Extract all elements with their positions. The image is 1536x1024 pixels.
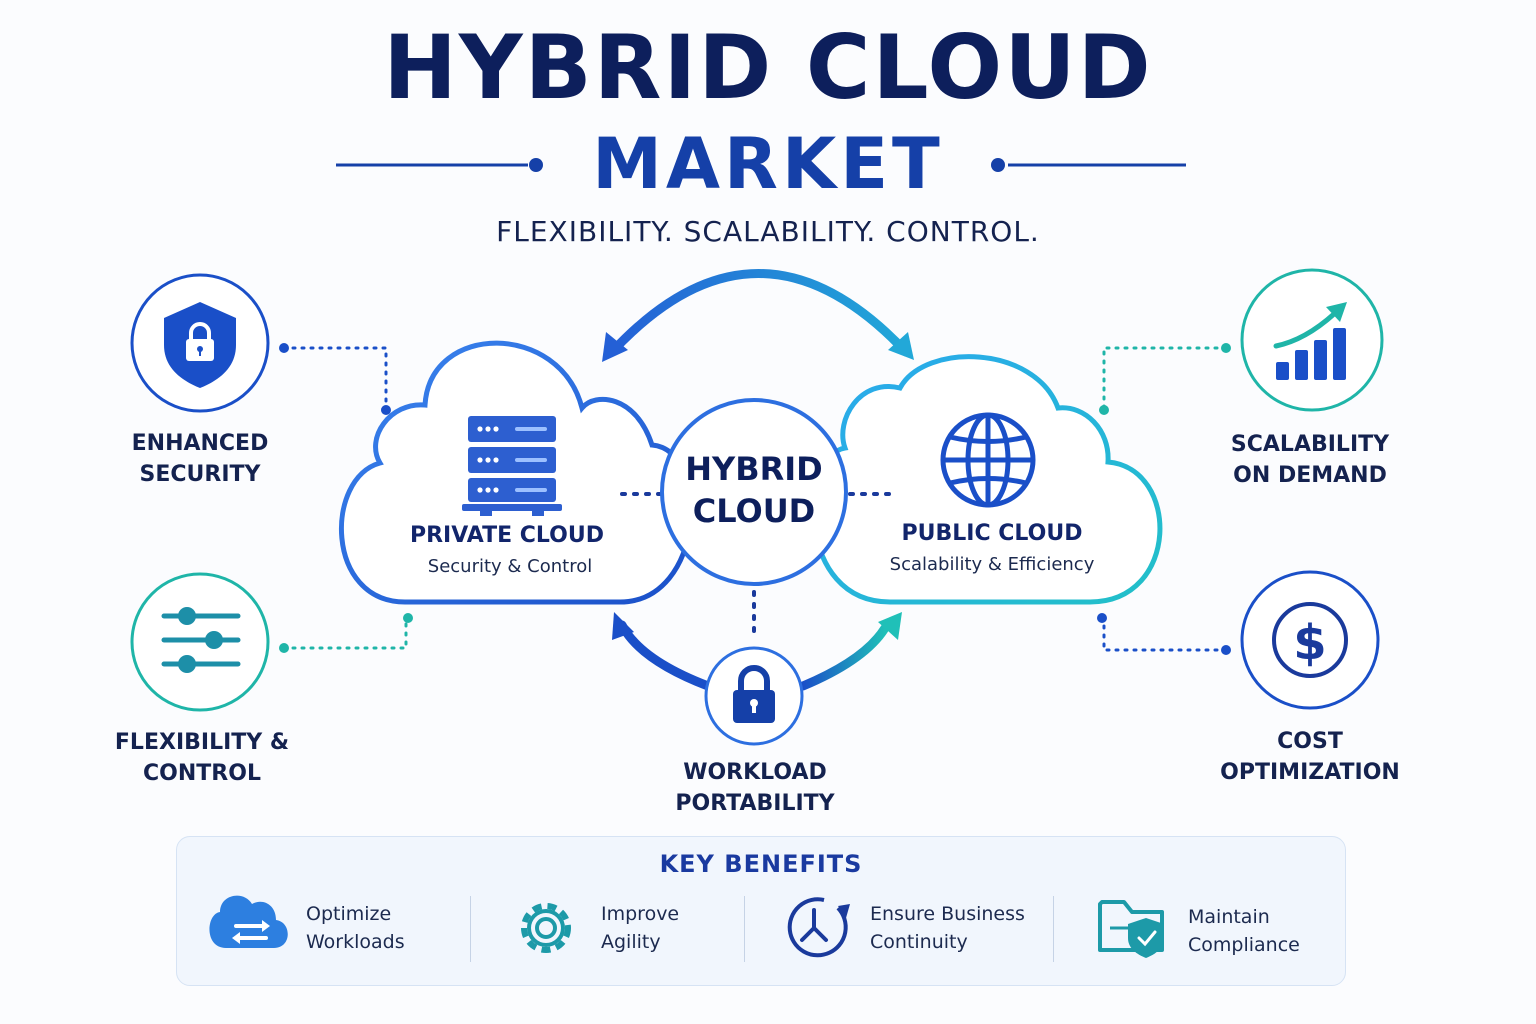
private-cloud-subtitle: Security & Control bbox=[427, 556, 593, 577]
private-cloud-title: PRIVATE CLOUD bbox=[409, 523, 604, 548]
shield-lock-icon bbox=[164, 302, 236, 388]
benefit-divider bbox=[470, 896, 471, 962]
dollar-icon: $ bbox=[1272, 602, 1348, 678]
key-benefits-title: KEY BENEFITS bbox=[659, 850, 863, 878]
benefit-divider bbox=[1053, 896, 1054, 962]
svg-text:$: $ bbox=[1293, 615, 1326, 671]
cost-optimization-circle bbox=[1240, 570, 1380, 710]
hybrid-cloud-hub bbox=[660, 398, 848, 586]
benefit-optimize-workloads: Optimize Workloads bbox=[306, 903, 405, 953]
cost-optimization-label: COST OPTIMIZATION bbox=[1220, 729, 1400, 785]
benefit-business-continuity: Ensure Business Continuity bbox=[870, 903, 1025, 953]
hub-label: HYBRID CLOUD bbox=[685, 450, 823, 530]
bottom-exchange-arrows bbox=[612, 612, 902, 691]
scalability-label: SCALABILITY ON DEMAND bbox=[1230, 432, 1390, 488]
cloud-sync-icon bbox=[209, 895, 288, 948]
tagline: FLEXIBILITY. SCALABILITY. CONTROL. bbox=[496, 215, 1040, 248]
connector-dots bbox=[279, 343, 1231, 655]
benefit-improve-agility: Improve Agility bbox=[601, 903, 680, 953]
top-exchange-arrow bbox=[602, 269, 914, 362]
clock-icon bbox=[787, 897, 850, 958]
public-cloud-title: PUBLIC CLOUD bbox=[901, 521, 1083, 546]
hub-connectors bbox=[620, 492, 892, 642]
gear-icon bbox=[521, 903, 571, 953]
page-subtitle: MARKET bbox=[592, 123, 944, 205]
benefit-maintain-compliance: Maintain Compliance bbox=[1188, 906, 1300, 956]
page-title: HYBRID CLOUD bbox=[383, 16, 1153, 119]
public-cloud-subtitle: Scalability & Efficiency bbox=[889, 554, 1095, 575]
title-divider-left bbox=[336, 158, 543, 172]
folder-shield-icon bbox=[1098, 900, 1164, 958]
benefit-divider bbox=[744, 896, 745, 962]
server-rack-icon bbox=[462, 416, 562, 516]
globe-icon bbox=[940, 412, 1036, 508]
enhanced-security-label: ENHANCED SECURITY bbox=[131, 431, 269, 487]
sliders-icon bbox=[161, 607, 241, 673]
padlock-icon bbox=[733, 665, 775, 723]
feature-connectors bbox=[282, 346, 1228, 652]
workload-portability-label: WORKLOAD PORTABILITY bbox=[675, 760, 835, 816]
title-divider-right bbox=[991, 158, 1186, 172]
growth-chart-icon bbox=[1273, 302, 1347, 380]
flexibility-control-label: FLEXIBILITY & CONTROL bbox=[114, 730, 290, 786]
